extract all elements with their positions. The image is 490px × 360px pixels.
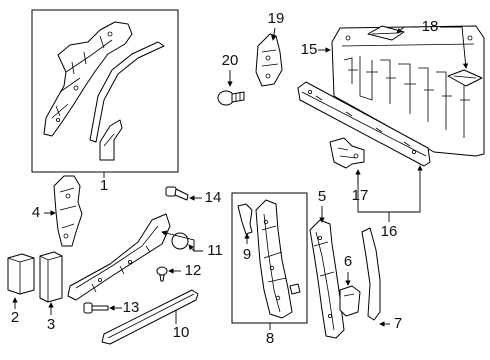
part-1-group-frame xyxy=(31,9,179,173)
callout-11: 11 xyxy=(207,242,223,259)
callout-18-leader-a xyxy=(396,26,418,34)
part-19-bracket xyxy=(255,33,283,87)
part-13-bolt xyxy=(83,302,109,314)
part-8-b-pillar xyxy=(255,199,293,319)
part-18-pad-upper xyxy=(367,25,405,41)
part-5-b-pillar-outer xyxy=(309,219,345,339)
part-3-pad xyxy=(39,251,63,303)
callout-4: 4 xyxy=(32,204,40,221)
callout-6: 6 xyxy=(344,253,352,270)
callout-17: 17 xyxy=(352,187,369,204)
callout-2: 2 xyxy=(11,309,19,326)
callout-7: 7 xyxy=(394,315,402,332)
part-1-small-bracket xyxy=(99,119,123,161)
part-12-push-pin xyxy=(156,266,168,282)
part-16-cross-member xyxy=(297,81,431,167)
callout-15: 15 xyxy=(301,41,318,58)
callout-16: 16 xyxy=(381,223,398,240)
part-8-group-frame xyxy=(231,192,308,324)
callout-18-leader-b xyxy=(440,26,469,69)
callout-18: 18 xyxy=(422,18,439,35)
part-1-pillar-reinforcement xyxy=(43,21,133,137)
part-11-rocker-panel xyxy=(67,213,171,301)
part-15-back-panel xyxy=(331,25,485,157)
part-20-bolt xyxy=(217,90,245,106)
callout-8: 8 xyxy=(266,330,274,347)
callout-12: 12 xyxy=(185,262,202,279)
part-7-weatherstrip xyxy=(361,227,381,321)
callout-20: 20 xyxy=(222,52,239,69)
part-2-pad xyxy=(7,253,35,295)
callout-9: 9 xyxy=(243,246,251,263)
callout-11-leader-b xyxy=(188,244,195,252)
part-9-bracket xyxy=(237,203,253,235)
callout-10: 10 xyxy=(173,324,190,341)
part-1-seal-strip xyxy=(89,41,165,143)
callout-19: 19 xyxy=(268,10,285,27)
part-8-small-plate xyxy=(289,283,301,295)
callout-19-leader xyxy=(271,27,277,41)
callout-5: 5 xyxy=(318,188,326,205)
part-14-bolt xyxy=(165,186,189,201)
part-11-plug xyxy=(171,232,189,250)
part-17-latch-bracket xyxy=(329,137,365,169)
part-4-pillar-bracket xyxy=(53,175,83,247)
callout-3: 3 xyxy=(47,316,55,333)
part-18-pad-lower xyxy=(447,69,483,87)
part-10-sill-plate xyxy=(101,289,199,345)
callout-1: 1 xyxy=(100,177,108,194)
callout-11-leader-a xyxy=(161,230,203,252)
callout-14: 14 xyxy=(205,189,222,206)
part-6-trim-piece xyxy=(339,285,361,317)
callout-13: 13 xyxy=(123,299,140,316)
